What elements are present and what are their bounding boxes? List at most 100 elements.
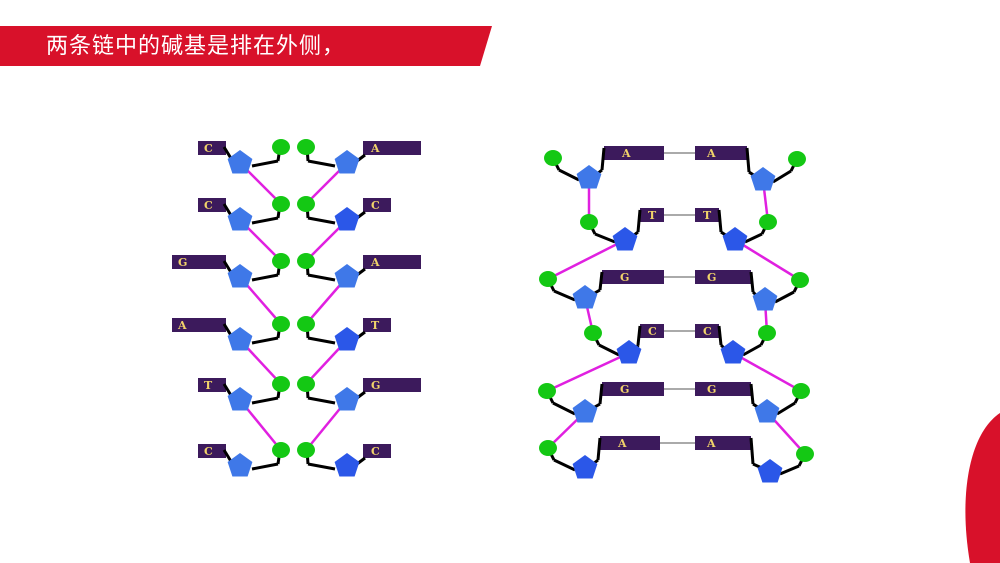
- left-strand-base: T: [198, 378, 226, 392]
- base-connector: [596, 437, 602, 461]
- sugar-phosphate-connector: [776, 401, 796, 416]
- sugar-pentagon: [757, 459, 783, 483]
- left-strand-backbone: [546, 351, 630, 393]
- base-box: [695, 146, 747, 160]
- sugar-phosphate-connector: [553, 458, 576, 472]
- sugar-phosphate-connector: [307, 462, 336, 471]
- base-label: C: [703, 325, 712, 338]
- sugar-pentagon: [754, 399, 780, 423]
- sugar-phosphate-connector: [307, 159, 336, 168]
- sugar-phosphate-connector: [774, 290, 795, 304]
- base-box: [363, 444, 391, 458]
- right-strand-base: A: [363, 141, 421, 155]
- phosphate-group: [580, 214, 598, 230]
- sugar-phosphate-connector: [742, 343, 762, 357]
- base-connector: [636, 325, 642, 346]
- base-connector: [598, 383, 604, 405]
- base-box: [640, 208, 664, 222]
- sugar-pentagon: [616, 340, 642, 364]
- phosphate-group: [297, 139, 315, 155]
- base-label: C: [204, 142, 213, 155]
- sugar-pentagon: [227, 453, 253, 477]
- phosphate-group: [297, 196, 315, 212]
- base-box: [602, 270, 664, 284]
- sugar-phosphate-connector: [251, 336, 279, 345]
- phosphate-group: [538, 383, 556, 399]
- sugar-pentagon: [227, 150, 253, 174]
- sugar-phosphate-connector: [553, 289, 576, 302]
- title-banner-shape: [0, 26, 492, 66]
- base-connector: [717, 209, 723, 233]
- base-label: C: [204, 445, 213, 458]
- sugar-pentagon: [576, 165, 602, 189]
- sugar-phosphate-connector: [552, 401, 576, 416]
- right-base: G: [695, 270, 751, 284]
- right-base: A: [695, 146, 747, 160]
- sugar-pentagon: [334, 327, 360, 351]
- phosphate-group: [539, 271, 557, 287]
- left-base: T: [640, 208, 664, 222]
- sugar-pentagon: [722, 227, 748, 251]
- base-box: [363, 141, 421, 155]
- title-banner: 两条链中的碱基是排在外侧，: [0, 26, 492, 66]
- phosphate-group: [788, 151, 806, 167]
- base-label: C: [371, 445, 380, 458]
- sugar-phosphate-connector: [307, 396, 336, 405]
- right-base: T: [695, 208, 719, 222]
- left-strand-base: A: [172, 318, 226, 332]
- phosphate-group: [297, 442, 315, 458]
- sugar-pentagon: [227, 207, 253, 231]
- sugar-phosphate-connector: [598, 343, 620, 357]
- sugar-phosphate-connector: [779, 464, 800, 476]
- base-box: [172, 255, 226, 269]
- left-base: C: [640, 324, 664, 338]
- sugar-pentagon: [334, 264, 360, 288]
- base-label: T: [371, 319, 380, 332]
- phosphate-group: [759, 214, 777, 230]
- base-connector: [600, 147, 606, 171]
- sugar-pentagon: [334, 387, 360, 411]
- base-box: [363, 378, 421, 392]
- sugar-pentagon: [334, 207, 360, 231]
- sugar-pentagon: [572, 455, 598, 479]
- base-box: [604, 146, 664, 160]
- base-box: [363, 198, 391, 212]
- right-base: G: [695, 382, 751, 396]
- sugar-phosphate-connector: [251, 273, 279, 282]
- base-connector: [749, 271, 755, 293]
- phosphate-group: [792, 383, 810, 399]
- base-box: [172, 318, 226, 332]
- phosphate-group: [584, 325, 602, 341]
- base-box: [363, 255, 421, 269]
- sugar-pentagon: [720, 340, 746, 364]
- sugar-phosphate-connector: [307, 273, 336, 282]
- sugar-phosphate-connector: [307, 216, 336, 225]
- phosphate-group: [758, 325, 776, 341]
- sugar-phosphate-connector: [744, 232, 763, 244]
- right-base: C: [695, 324, 719, 338]
- base-label: T: [204, 379, 213, 392]
- sugar-pentagon: [227, 327, 253, 351]
- base-label: G: [707, 271, 716, 284]
- base-label: G: [178, 256, 187, 269]
- right-strand-base: G: [363, 378, 421, 392]
- sugar-pentagon: [752, 287, 778, 311]
- sugar-pentagon: [750, 167, 776, 191]
- base-label: G: [371, 379, 380, 392]
- base-box: [198, 444, 226, 458]
- sugar-phosphate-connector: [772, 169, 792, 184]
- sugar-pentagon: [227, 387, 253, 411]
- base-label: A: [370, 256, 380, 269]
- base-label: T: [703, 209, 712, 222]
- sugar-phosphate-connector: [251, 159, 279, 168]
- sugar-phosphate-connector: [307, 336, 336, 345]
- right-strand-base: A: [363, 255, 421, 269]
- sugar-phosphate-connector: [251, 396, 279, 405]
- base-box: [600, 436, 660, 450]
- right-base: A: [695, 436, 751, 450]
- left-base: A: [600, 436, 660, 450]
- base-label: G: [707, 383, 716, 396]
- left-strand-base: G: [172, 255, 226, 269]
